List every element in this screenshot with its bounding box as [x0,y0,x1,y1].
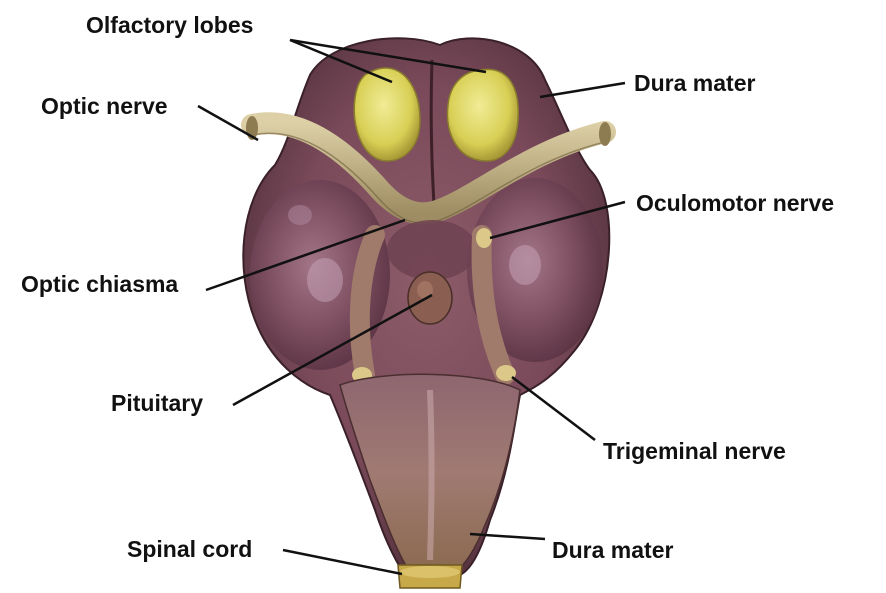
label-optic-nerve: Optic nerve [41,95,168,118]
leader-oculomotor [490,202,625,238]
leader-trigeminal [512,377,595,440]
label-olfactory-lobes: Olfactory lobes [86,14,253,37]
leader-olfactory-right [290,40,486,72]
leader-dura-top [540,83,625,97]
leader-olfactory-left [290,40,392,82]
label-optic-chiasma: Optic chiasma [21,273,178,296]
label-pituitary: Pituitary [111,392,203,415]
leader-optic-chiasma [206,220,405,290]
label-oculomotor-nerve: Oculomotor nerve [636,192,834,215]
label-dura-mater-bottom: Dura mater [552,539,673,562]
leader-dura-bottom [470,534,545,539]
leader-optic-nerve [198,106,258,140]
leader-spinal-cord [283,550,402,574]
leader-pituitary [233,295,432,405]
label-trigeminal-nerve: Trigeminal nerve [603,440,786,463]
label-dura-mater-top: Dura mater [634,72,755,95]
label-spinal-cord: Spinal cord [127,538,252,561]
